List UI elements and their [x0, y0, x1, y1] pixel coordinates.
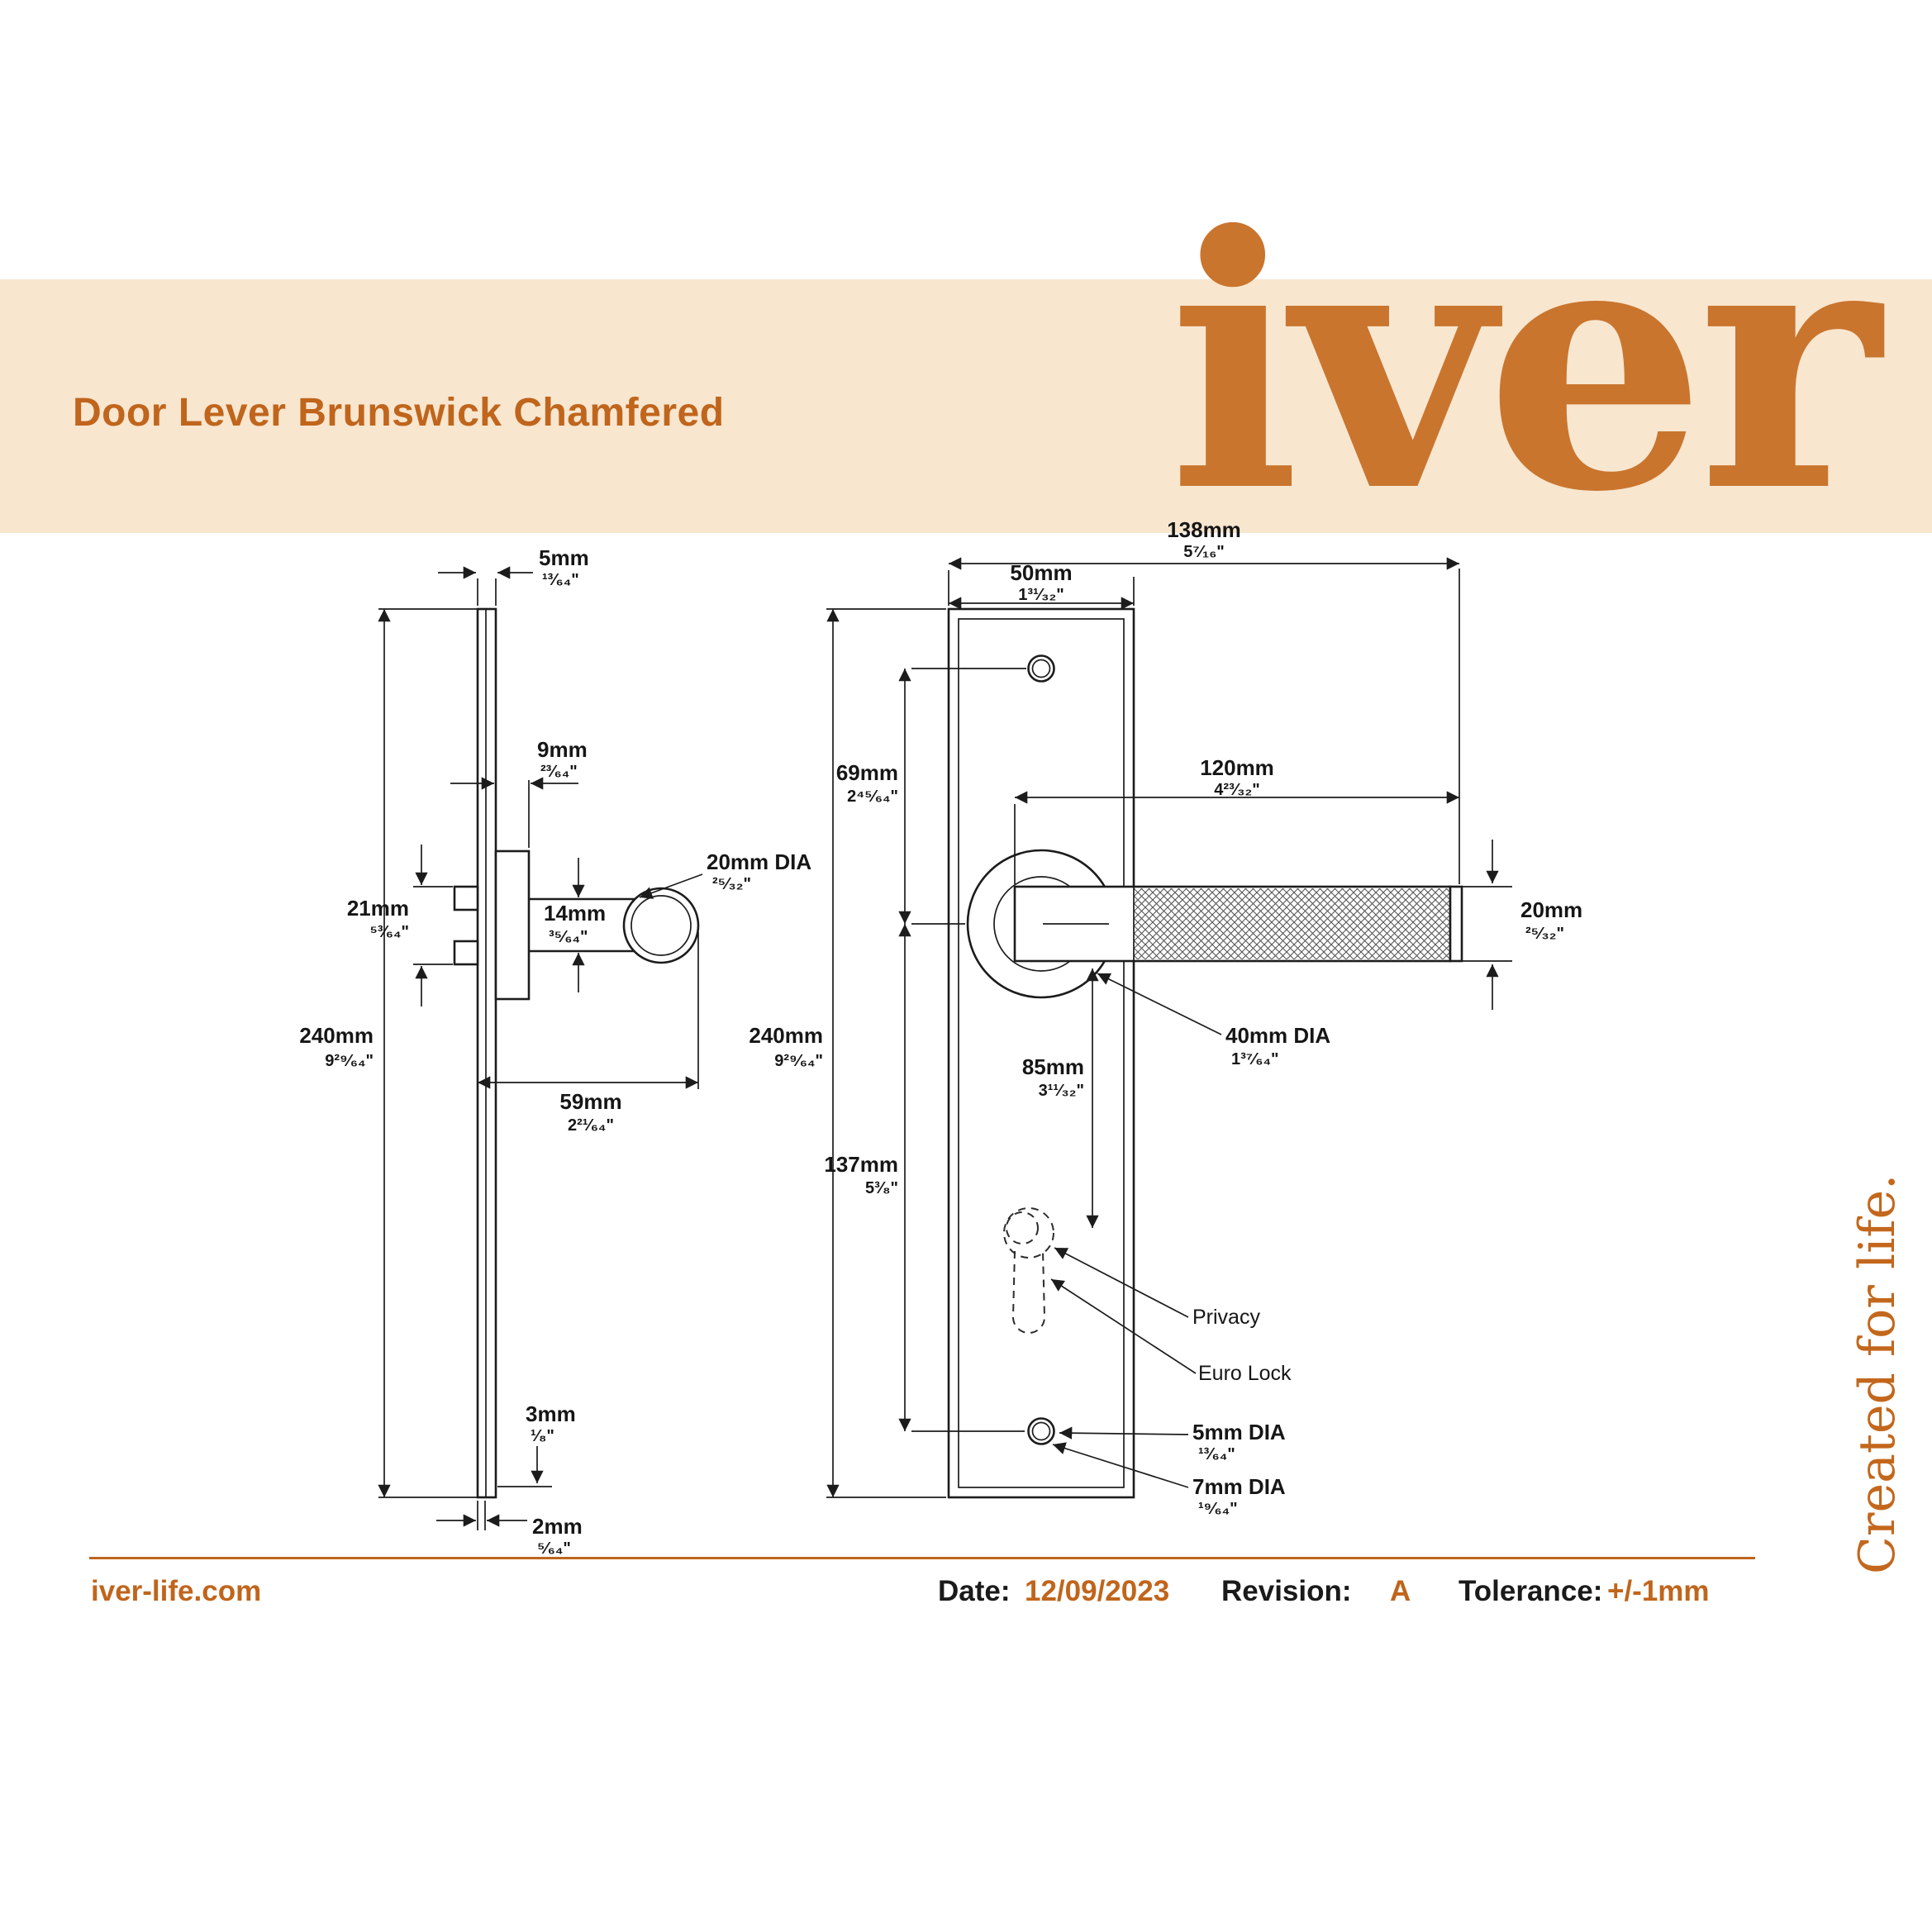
tolerance-label: Tolerance: [1459, 1575, 1603, 1607]
dim-120mm-inches: 4²³⁄₃₂" [1214, 781, 1259, 799]
dim-40dia-inches: 1³⁷⁄₆₄" [1231, 1050, 1278, 1068]
iver-logo: iver [1168, 161, 1881, 569]
footer-divider [89, 1557, 1755, 1559]
dim-59mm-label: 59mm [559, 1089, 621, 1114]
dim-40dia-label: 40mm DIA [1225, 1023, 1330, 1048]
dim-20mm-label: 20mm [1520, 897, 1582, 922]
dim-3mm-inches: ¹⁄₈" [531, 1427, 554, 1445]
dim-138mm-label: 138mm [1167, 517, 1241, 542]
front-backplate-outer [947, 607, 1135, 1499]
screw-hole-top-inner [1031, 659, 1051, 678]
dim-5dia-leader [1059, 1426, 1189, 1439]
date-label: Date: [938, 1575, 1011, 1607]
dim-85mm-inches: 3¹¹⁄₃₂" [1039, 1082, 1084, 1100]
dim-240mm-front-label: 240mm [749, 1023, 823, 1048]
dim-50mm-label: 50mm [1010, 560, 1072, 585]
dim-40dia-leader [1097, 973, 1222, 1035]
dim-14mm-label: 14mm [544, 901, 606, 926]
dim-69mm-inches: 2⁴⁵⁄₆₄" [847, 788, 898, 806]
dim-20dia-label: 20mm DIA [707, 849, 811, 874]
dim-5mm-label: 5mm [539, 545, 589, 570]
dim-21mm-label: 21mm [347, 896, 409, 921]
dim-2mm-inches: ⁵⁄₆₄" [537, 1539, 571, 1558]
page-title: Door Lever Brunswick Chamfered [73, 391, 725, 435]
lever-knurl-texture [1134, 888, 1450, 959]
front-view: 138mm 5⁷⁄₁₆" 50mm 1³¹⁄₃₂" 240mm 9²⁹⁄₆₄" … [749, 517, 1582, 1518]
dim-240mm-front-inches: 9²⁹⁄₆₄" [774, 1052, 823, 1070]
dim-50mm-inches: 1³¹⁄₃₂" [1018, 586, 1064, 604]
dim-240mm-inches: 9²⁹⁄₆₄" [325, 1052, 374, 1070]
header-band [0, 279, 1932, 533]
side-fixing-lug-bottom [453, 940, 479, 966]
dim-20dia-leader [639, 873, 703, 899]
dim-69mm-label: 69mm [836, 760, 898, 785]
euro-lock-cylinder [1003, 1207, 1054, 1259]
dim-2mm-label: 2mm [532, 1514, 583, 1539]
revision-value: A [1390, 1575, 1411, 1607]
revision-label: Revision: [1221, 1575, 1352, 1607]
dim-85mm-label: 85mm [1022, 1054, 1084, 1079]
dim-9mm-label: 9mm [537, 737, 588, 762]
dim-138mm-inches: 5⁷⁄₁₆" [1183, 543, 1225, 561]
front-backplate-chamfer [958, 618, 1125, 1488]
privacy-leader [1054, 1247, 1189, 1318]
dim-240mm-label: 240mm [299, 1023, 374, 1048]
date-value: 12/09/2023 [1025, 1575, 1170, 1607]
dim-14mm-label-bg [535, 902, 621, 949]
euro-lock-body [1011, 1250, 1046, 1334]
website-link: iver-life.com [91, 1575, 262, 1607]
side-knob-outer [622, 887, 700, 964]
front-extension-lines [826, 569, 1512, 1498]
side-knob-inner [631, 895, 692, 956]
dim-14mm-inches: ³⁵⁄₆₄" [549, 928, 588, 946]
privacy-label: Privacy [1192, 1306, 1260, 1329]
dim-7dia-inches: ¹⁹⁄₆₄" [1198, 1500, 1238, 1518]
side-plate [476, 607, 497, 1499]
dim-9mm-inches: ²³⁄₆₄" [540, 763, 578, 781]
dim-137mm-inches: 5³⁄₈" [865, 1179, 898, 1197]
lever-end-cap [1449, 885, 1463, 963]
dim-7dia-label: 7mm DIA [1192, 1474, 1286, 1499]
side-fixing-lug-top [453, 885, 479, 911]
dim-21mm-inches: ⁵³⁄₆₄" [370, 923, 410, 941]
side-lever-shaft [529, 897, 635, 953]
dim-120mm-label: 120mm [1200, 755, 1274, 780]
euro-lock-leader [1050, 1278, 1197, 1374]
dim-59mm-inches: 2²¹⁄₆₄" [568, 1116, 614, 1135]
dim-20dia-inches: ²⁵⁄₃₂" [712, 875, 751, 893]
side-extension-lines [378, 578, 699, 1530]
side-view: 5mm ¹³⁄₆₄" 9mm ²³⁄₆₄" 21mm ⁵³⁄₆₄" 14mm ³… [299, 545, 811, 1558]
dim-137mm-label: 137mm [824, 1152, 898, 1177]
dim-5mm-inches: ¹³⁄₆₄" [542, 571, 579, 589]
dim-3mm-label: 3mm [526, 1401, 576, 1426]
euro-lock-label: Euro Lock [1198, 1362, 1292, 1385]
screw-hole-bottom-inner [1031, 1421, 1051, 1441]
dim-7dia-leader [1052, 1442, 1189, 1488]
side-rose-hub [494, 849, 531, 1001]
tolerance-value: +/-1mm [1607, 1575, 1710, 1607]
dim-5dia-inches: ¹³⁄₆₄" [1198, 1445, 1235, 1463]
dim-5dia-label: 5mm DIA [1192, 1420, 1286, 1444]
privacy-turn-circle [1006, 1211, 1039, 1244]
dim-20mm-inches: ²⁵⁄₃₂" [1525, 925, 1564, 943]
